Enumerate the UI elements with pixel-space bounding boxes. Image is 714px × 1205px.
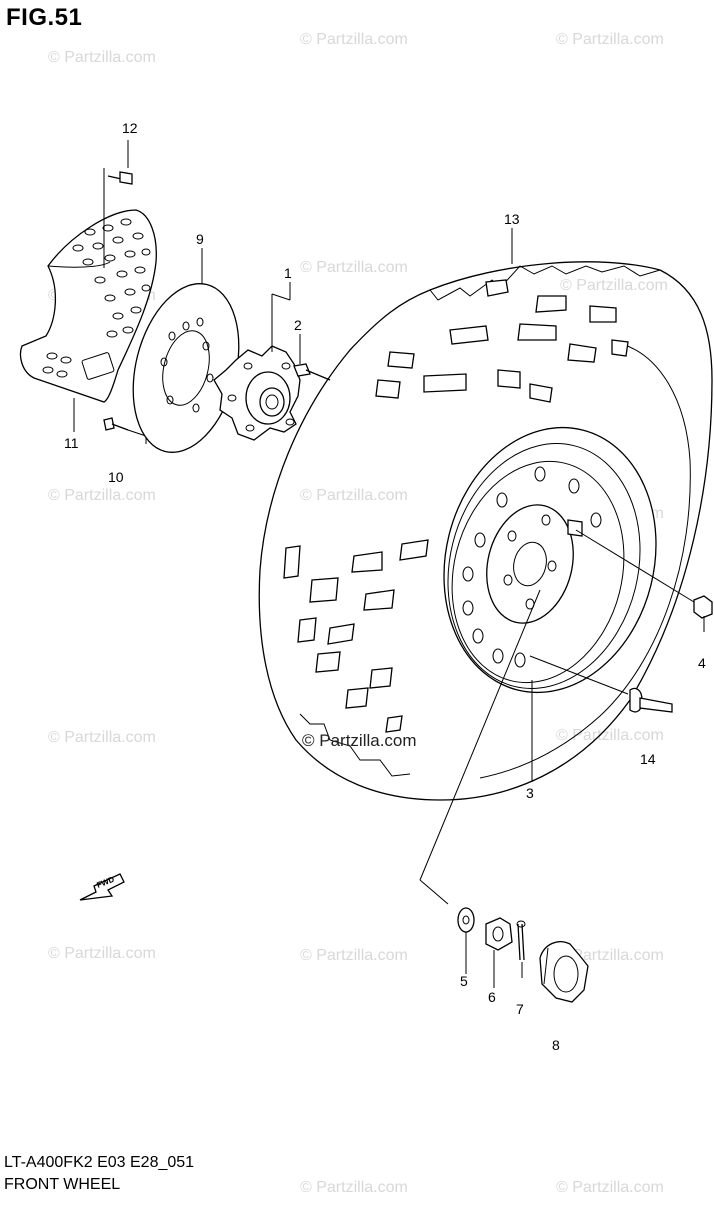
watermark: © Partzilla.com (556, 31, 664, 48)
castle-nut-part (485, 917, 513, 951)
fwd-arrow: FWD (79, 873, 125, 901)
section-name: FRONT WHEEL (4, 1176, 121, 1193)
callout-5: 5 (460, 973, 468, 989)
callout-6: 6 (488, 989, 496, 1005)
brake-disc-part (132, 283, 240, 453)
watermark: © Partzilla.com (48, 945, 156, 962)
watermark: © Partzilla.com (556, 1179, 664, 1196)
watermark: © Partzilla.com (560, 277, 668, 294)
hub-cap-part (539, 941, 589, 1003)
callout-13: 13 (504, 211, 520, 227)
rim-part (443, 426, 657, 694)
valve-part (529, 655, 673, 713)
watermark: © Partzilla.com (300, 1179, 408, 1196)
watermark: © Partzilla.com (300, 487, 408, 504)
watermark: © Partzilla.com (48, 49, 156, 66)
cotter-pin-part (516, 920, 526, 961)
callout-labels: 12 9 1 2 13 11 10 4 14 3 5 6 7 8 (64, 120, 706, 1053)
leader-lines (73, 140, 533, 988)
callout-10: 10 (108, 469, 124, 485)
bolt-12-part (103, 168, 133, 268)
figure-title: FIG.51 (6, 4, 83, 31)
watermark: © Partzilla.com (300, 31, 408, 48)
axle-leader (419, 589, 541, 905)
callout-4: 4 (698, 655, 706, 671)
callout-7: 7 (516, 1001, 524, 1017)
watermark: © Partzilla.com (48, 729, 156, 746)
center-watermark: © Partzilla.com (302, 731, 417, 750)
callout-2: 2 (294, 317, 302, 333)
callout-1: 1 (284, 265, 292, 281)
callout-11: 11 (64, 435, 79, 451)
disc-cover-part (19, 209, 157, 403)
washer-part (457, 907, 475, 933)
callout-9: 9 (196, 231, 204, 247)
model-code: LT-A400FK2 E03 E28_051 (4, 1154, 195, 1171)
tread-blocks (283, 279, 629, 733)
tire-part (258, 261, 713, 801)
watermark: © Partzilla.com (300, 947, 408, 964)
wheel-hub-part (213, 345, 331, 441)
wheel-nut-part (575, 529, 713, 632)
callout-3: 3 (526, 785, 534, 801)
watermark: © Partzilla.com (48, 487, 156, 504)
watermark: © Partzilla.com (300, 259, 408, 276)
watermark: © Partzilla.com (556, 727, 664, 744)
callout-12: 12 (122, 120, 138, 136)
callout-14: 14 (640, 751, 656, 767)
callout-8: 8 (552, 1037, 560, 1053)
